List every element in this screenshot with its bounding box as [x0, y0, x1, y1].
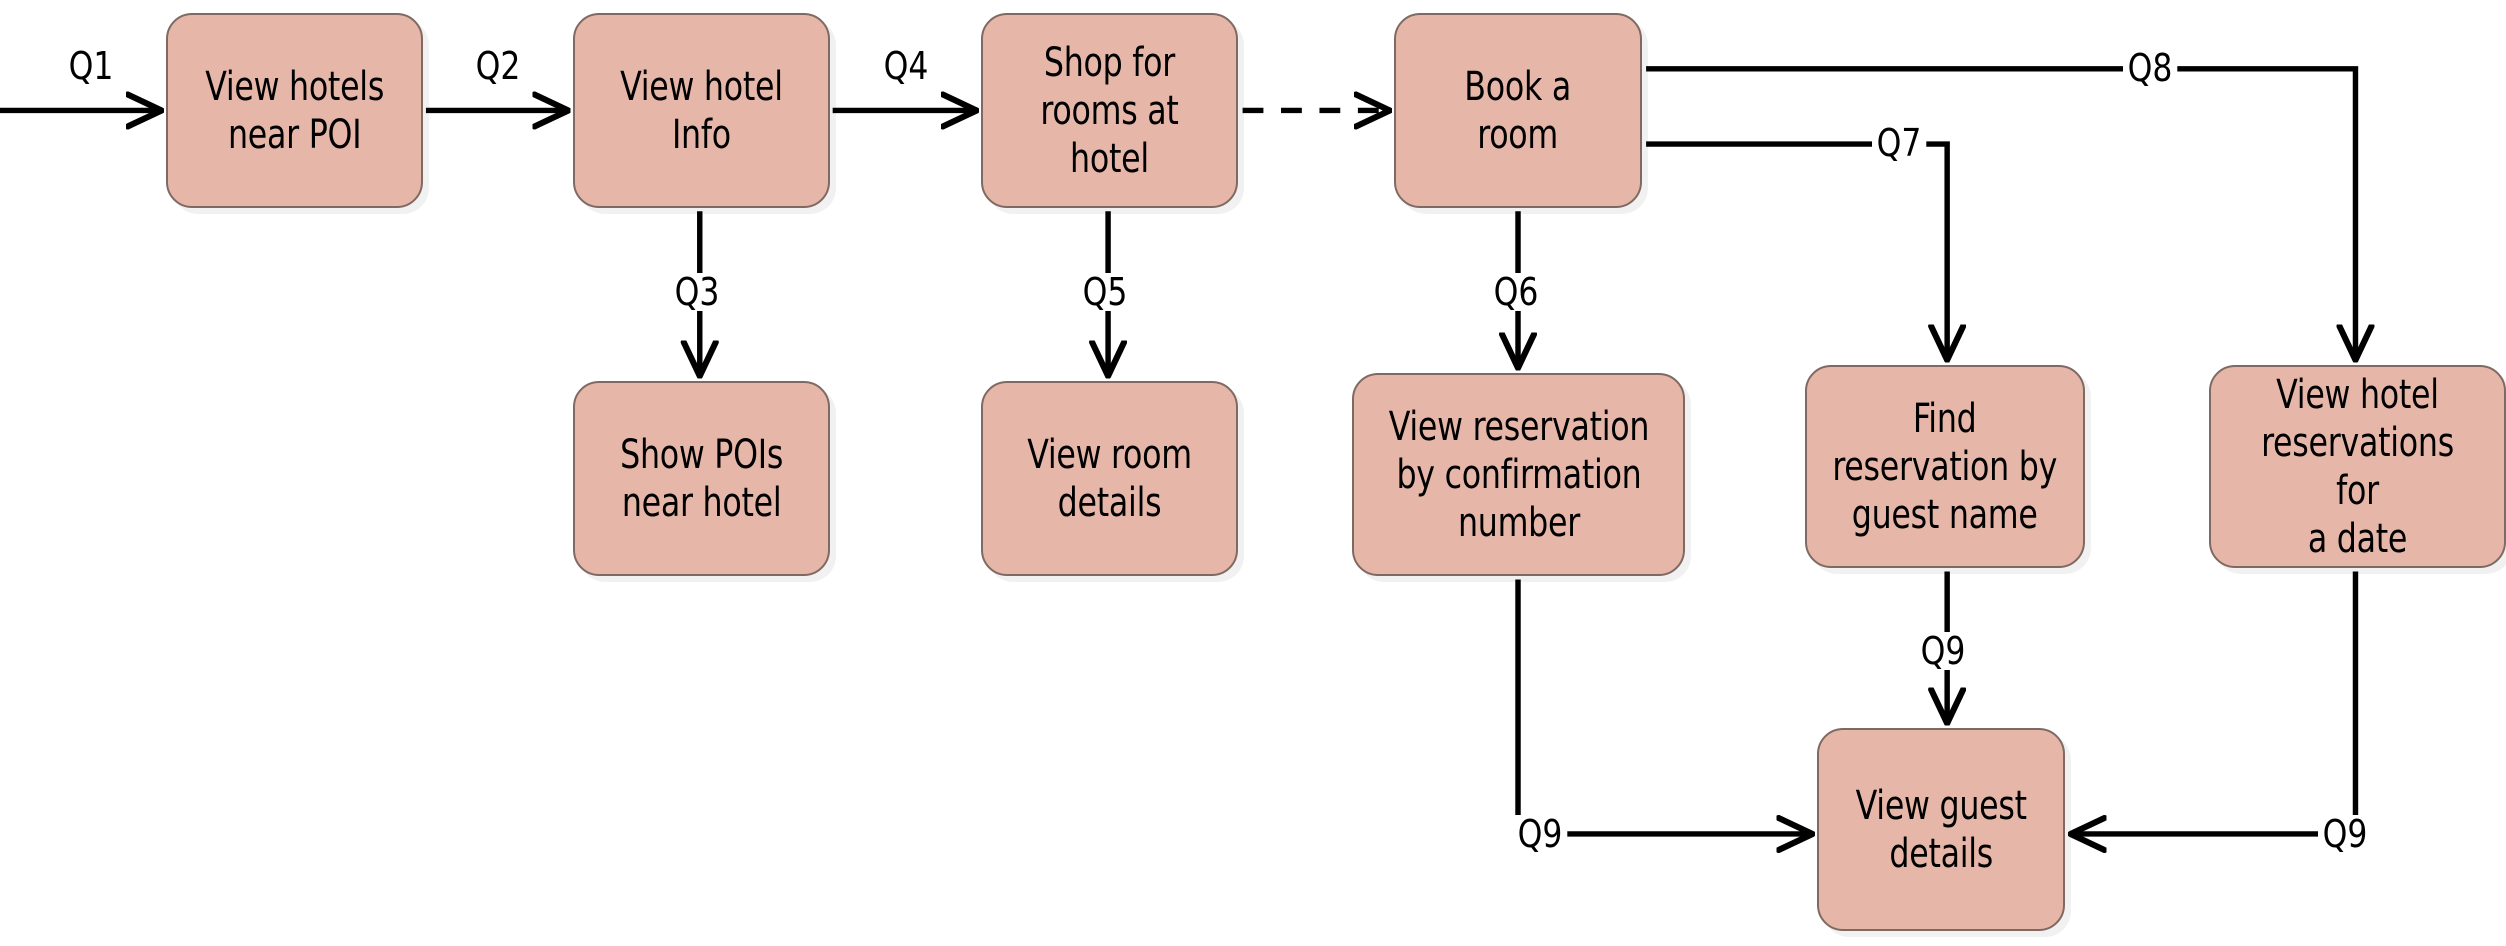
edge-label-q6: Q6	[1489, 273, 1543, 311]
node-label: View hotel Info	[620, 63, 783, 158]
edge-label-q3: Q3	[670, 273, 724, 311]
edge-label-q5: Q5	[1078, 273, 1132, 311]
node-label: View hotel reservations for a date	[2261, 371, 2454, 562]
edge-label-q9-hotel-reservations: Q9	[2318, 815, 2372, 853]
node-label: View guest details	[1855, 782, 2027, 877]
edge-label-q9-guest-name: Q9	[1916, 632, 1970, 670]
edge-q7-line	[1646, 141, 1947, 358]
node-shop-for-rooms-at-hotel[interactable]: Shop for rooms at hotel	[981, 13, 1238, 208]
node-label: View hotels near POI	[205, 63, 384, 158]
node-label: View room details	[1027, 431, 1192, 526]
node-view-hotel-info[interactable]: View hotel Info	[573, 13, 830, 208]
node-book-a-room[interactable]: Book a room	[1394, 13, 1642, 208]
edge-label-q9-confirmation: Q9	[1513, 815, 1567, 853]
node-label: Find reservation by guest name	[1832, 395, 2058, 538]
node-view-room-details[interactable]: View room details	[981, 381, 1238, 576]
node-view-hotels-near-poi[interactable]: View hotels near POI	[166, 13, 423, 208]
node-view-guest-details[interactable]: View guest details	[1817, 728, 2065, 931]
node-find-reservation-by-guest-name[interactable]: Find reservation by guest name	[1805, 365, 2085, 568]
edge-label-q8: Q8	[2123, 49, 2177, 87]
node-label: Shop for rooms at hotel	[1040, 39, 1179, 182]
node-label: View reservation by confirmation number	[1388, 403, 1649, 546]
node-label: Show POIs near hotel	[620, 431, 783, 526]
edge-label-q1: Q1	[64, 47, 118, 85]
edge-q8-line	[1646, 66, 2355, 359]
node-show-pois-near-hotel[interactable]: Show POIs near hotel	[573, 381, 830, 576]
edge-q9a-line	[1515, 579, 1811, 834]
edge-q9c-line	[2072, 571, 2359, 834]
edge-label-q7: Q7	[1872, 124, 1926, 162]
node-label: Book a room	[1464, 63, 1572, 158]
node-view-hotel-reservations-for-a-date[interactable]: View hotel reservations for a date	[2209, 365, 2506, 568]
node-view-reservation-by-confirmation-number[interactable]: View reservation by confirmation number	[1352, 373, 1685, 576]
edge-label-q2: Q2	[471, 47, 525, 85]
edge-label-q4: Q4	[879, 47, 933, 85]
